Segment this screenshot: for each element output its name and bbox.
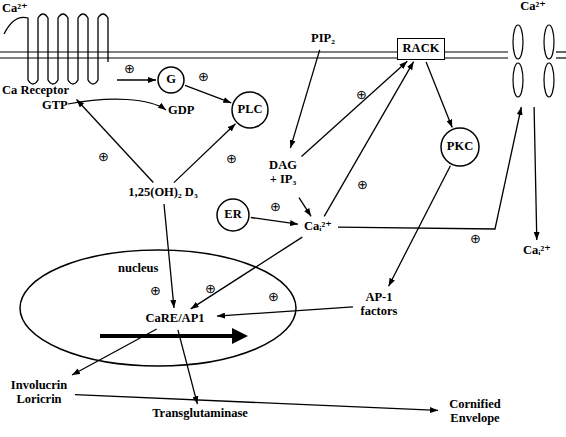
- receptor-label: Ca Receptor: [2, 62, 115, 98]
- kinase-circle: PKC: [441, 128, 479, 166]
- plus-sign: ⊕: [150, 284, 161, 298]
- channel-label: Ca²⁺: [510, 0, 556, 105]
- arrow-connector: [426, 62, 452, 128]
- node-text: AP-1 factors: [355, 291, 403, 319]
- protein-label: Involucrin Loricrin: [5, 376, 73, 410]
- ion-label: Caᵢ²⁺: [300, 218, 336, 236]
- node-text: RACK: [403, 42, 440, 56]
- process-box: RACK: [397, 38, 445, 60]
- arrow-connector: [324, 62, 413, 217]
- plus-sign: ⊕: [98, 150, 109, 164]
- plus-sign: ⊕: [268, 290, 279, 304]
- node-text: 1,25(OH)₂ D₃: [128, 186, 197, 200]
- nucleotide-label: GTP: [42, 99, 68, 113]
- arrow-connector: [185, 85, 231, 103]
- ion-label: Caᵢ²⁺: [515, 242, 559, 260]
- arrow-connector: [75, 395, 438, 411]
- outline-ellipse: [441, 128, 479, 166]
- arrow-connector: [251, 218, 298, 225]
- plus-sign: ⊕: [226, 152, 237, 166]
- arrow-connector: [389, 166, 451, 287]
- arrow-connector: [217, 307, 353, 316]
- ion-label: Ca²⁺: [2, 2, 28, 16]
- protein-circle: G: [158, 67, 184, 93]
- product-label: Cornified Envelope: [440, 396, 510, 428]
- node-text: Ca²⁺: [520, 0, 546, 14]
- arrow-connector: [191, 237, 303, 309]
- nucleotide-label: GDP: [168, 104, 194, 118]
- node-text: nucleus: [118, 262, 158, 276]
- nucleus-ellipse: nucleusCaRE/AP1: [20, 250, 296, 366]
- receptor-symbol: [4, 14, 108, 84]
- arrow-connector: [534, 107, 537, 240]
- plus-sign: ⊕: [205, 282, 216, 296]
- channel-symbol: [513, 25, 523, 59]
- node-text: ER: [224, 208, 241, 222]
- node-text: G: [166, 73, 176, 87]
- plus-sign: ⊕: [124, 62, 135, 76]
- plus-sign: ⊕: [470, 232, 481, 246]
- plus-sign: ⊕: [270, 200, 281, 214]
- plus-sign: ⊕: [198, 70, 209, 84]
- outline-ellipse: [158, 67, 184, 93]
- arrow-connector: [164, 204, 174, 308]
- channel-symbol: [544, 25, 554, 59]
- plus-sign: ⊕: [357, 178, 368, 192]
- outline-ellipse: [232, 92, 268, 128]
- arrow-connector: [72, 329, 157, 375]
- messenger-label: DAG + IP₃: [266, 150, 300, 196]
- exchange-arrow: [68, 99, 166, 110]
- membrane-line: [556, 51, 566, 52]
- lipid-label: PIP₂: [305, 30, 341, 48]
- element-label: CaRE/AP1: [135, 310, 215, 328]
- arrow-connector: [338, 107, 521, 229]
- membrane-line: [556, 57, 566, 58]
- node-text: Caᵢ²⁺: [523, 244, 551, 258]
- node-text: DAG + IP₃: [266, 159, 300, 187]
- node-text: PLC: [238, 103, 263, 117]
- node-text: Cornified Envelope: [440, 398, 510, 426]
- node-text: Involucrin Loricrin: [5, 379, 73, 407]
- node-text: Caᵢ²⁺: [304, 220, 332, 234]
- enzyme-circle: PLC: [232, 92, 268, 128]
- arrow-connector: [302, 61, 408, 156]
- transcription-arrow: [100, 334, 244, 338]
- factor-label: AP-1 factors: [355, 288, 403, 322]
- node-text: CaRE/AP1: [145, 312, 204, 326]
- node-text: Ca Receptor: [2, 84, 69, 98]
- node-text: Transglutaminase: [152, 407, 248, 421]
- enzyme-label: Transglutaminase: [145, 406, 255, 422]
- plus-sign: ⊕: [356, 88, 367, 102]
- channel-symbol: [544, 63, 554, 97]
- organelle-circle: ER: [217, 199, 249, 231]
- arrow-connector: [290, 50, 319, 148]
- arrow-connector: [178, 330, 198, 404]
- channel-symbol: [513, 63, 523, 97]
- arrow-connector: [117, 79, 156, 80]
- outline-ellipse: [217, 199, 249, 231]
- hormone-label: 1,25(OH)₂ D₃: [118, 184, 208, 202]
- arrow-connector: [299, 198, 311, 217]
- outline-ellipse: [20, 250, 296, 366]
- arrow-connector: [77, 100, 154, 183]
- node-text: PKC: [447, 140, 473, 154]
- node-text: PIP₂: [311, 32, 335, 46]
